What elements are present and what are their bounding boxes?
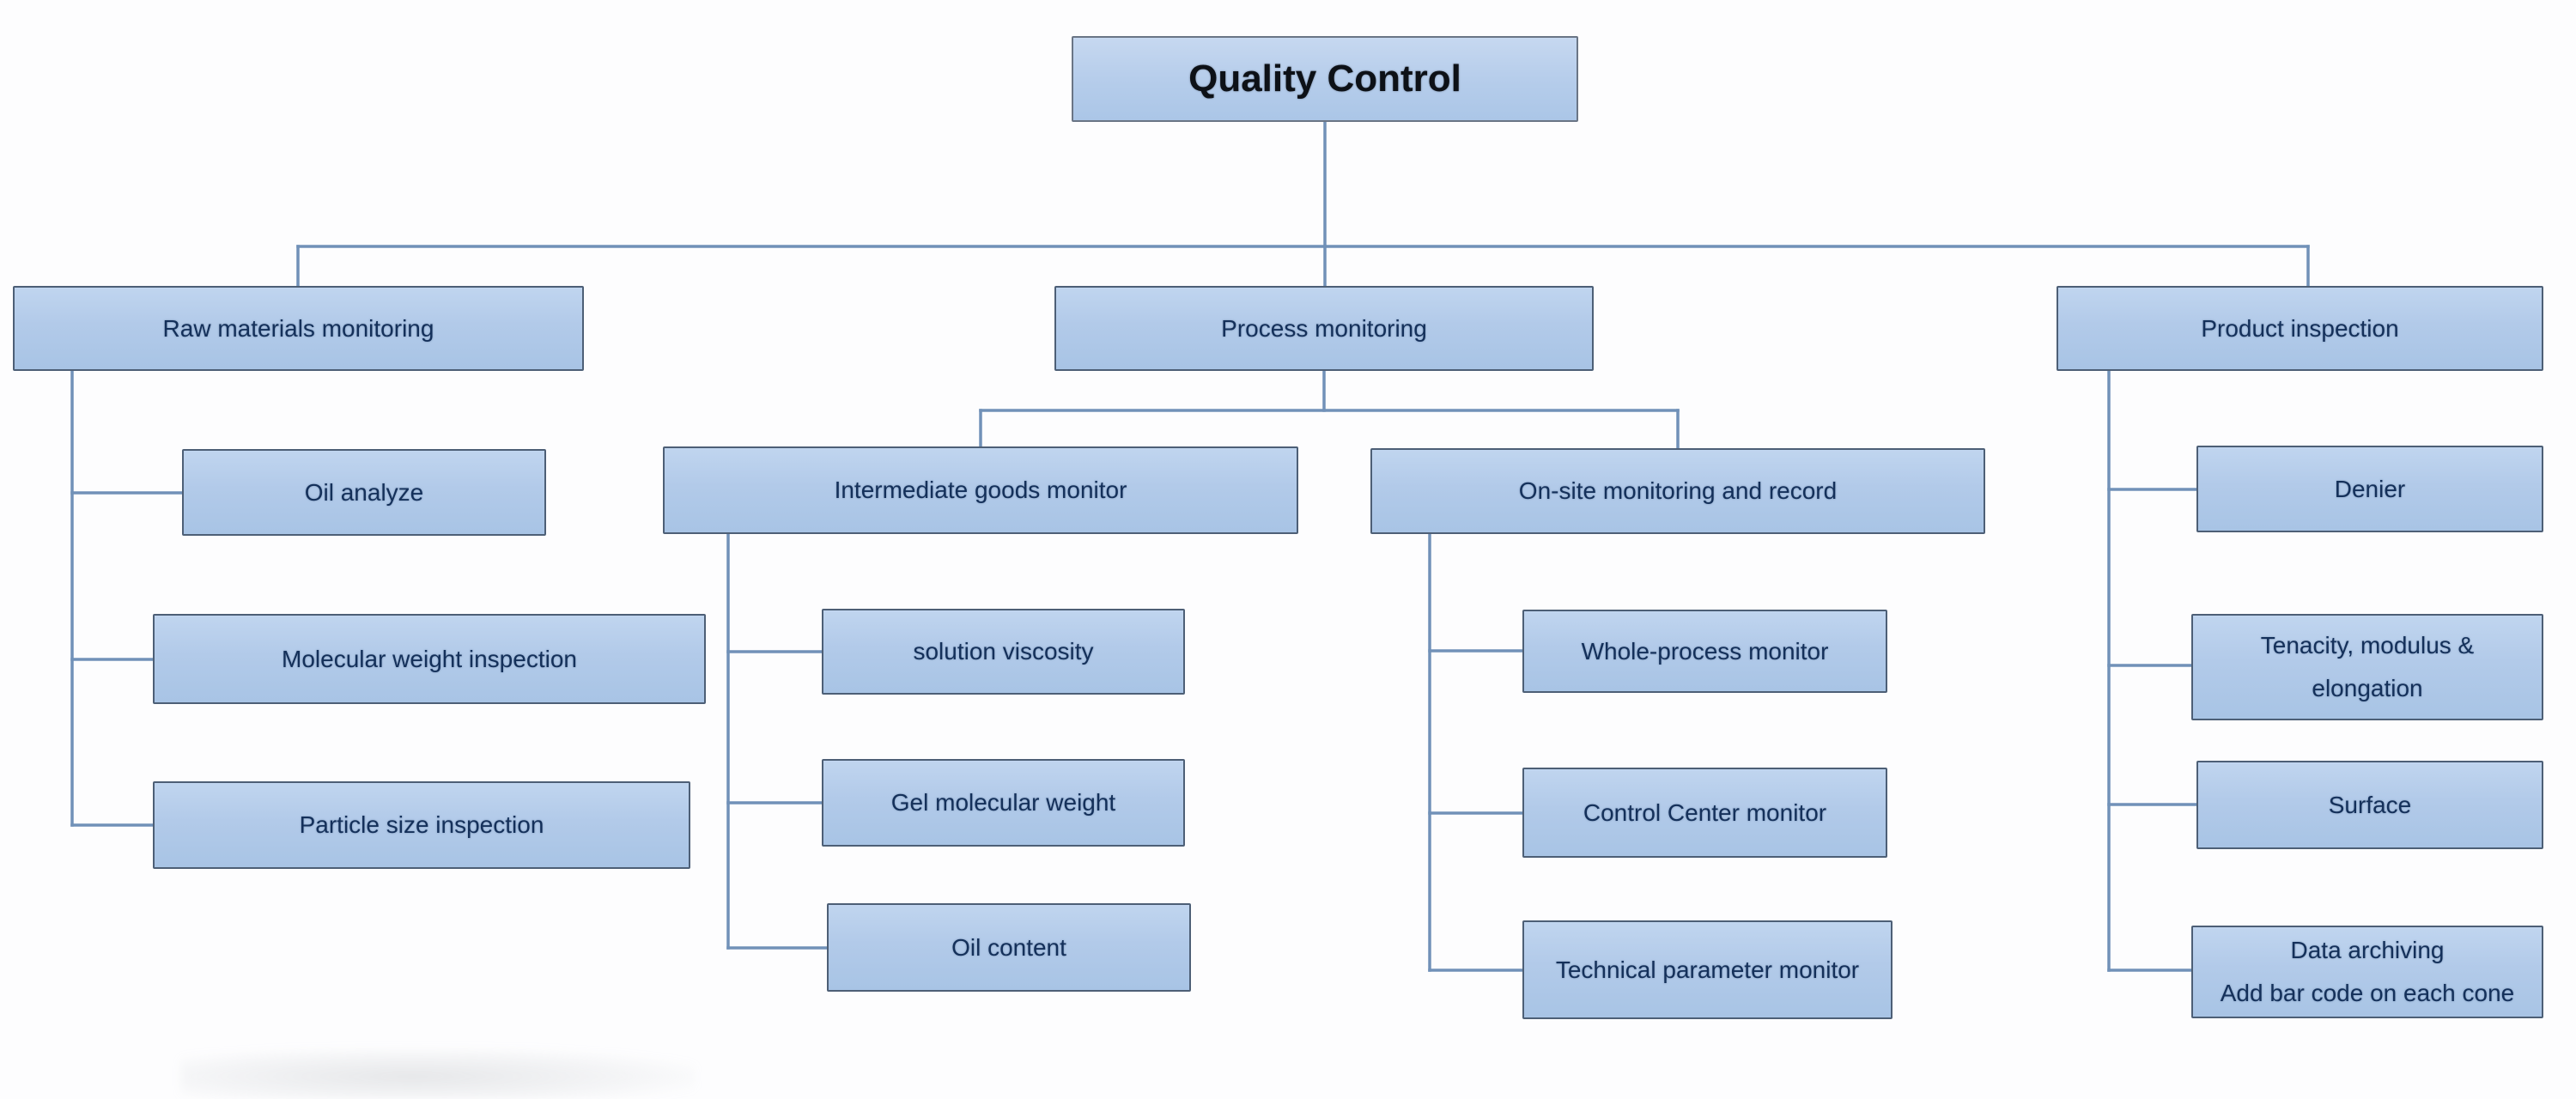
node-quality-control: Quality Control [1072,36,1578,122]
node-control-center-monitor-label: Control Center monitor [1583,798,1827,826]
node-process-monitoring-label: Process monitoring [1221,314,1427,342]
node-raw-materials-monitoring: Raw materials monitoring [13,286,584,371]
node-oil-analyze-label: Oil analyze [304,478,424,506]
node-data-archiving-label2: Add bar code on each cone [2220,980,2515,1006]
node-gel-molecular-weight-label: Gel molecular weight [890,789,1116,816]
connector-group [70,120,2310,972]
node-denier: Denier [2196,446,2543,532]
node-process-monitoring: Process monitoring [1054,286,1594,371]
node-molecular-weight-inspection-label: Molecular weight inspection [282,645,577,672]
node-data-archiving: Data archiving Add bar code on each cone [2191,926,2543,1018]
node-oil-analyze: Oil analyze [182,449,546,536]
node-tenacity-modulus-elongation-label: Tenacity, modulus & elongation [2260,632,2475,701]
node-oil-content-label: Oil content [951,933,1066,961]
node-whole-process-monitor-label: Whole-process monitor [1581,637,1829,665]
node-oil-content: Oil content [827,903,1191,992]
node-solution-viscosity-label: solution viscosity [913,638,1094,665]
node-product-inspection-label: Product inspection [2201,314,2399,342]
node-molecular-weight-inspection: Molecular weight inspection [153,614,706,704]
node-product-inspection: Product inspection [2057,286,2543,371]
node-raw-materials-monitoring-label: Raw materials monitoring [162,314,434,342]
node-tenacity-modulus-elongation: Tenacity, modulus & elongation [2191,614,2543,720]
node-data-archiving-label: Data archiving [2290,937,2445,963]
node-surface: Surface [2196,761,2543,849]
node-onsite-monitoring-and-record-label: On-site monitoring and record [1518,477,1838,504]
node-particle-size-inspection-label: Particle size inspection [299,811,544,838]
node-whole-process-monitor: Whole-process monitor [1522,610,1887,693]
node-intermediate-goods-monitor-label: Intermediate goods monitor [834,477,1127,503]
node-technical-parameter-monitor-label: Technical parameter monitor [1555,956,1860,983]
node-denier-label: Denier [2334,475,2406,502]
node-solution-viscosity: solution viscosity [822,609,1185,695]
node-onsite-monitoring-and-record: On-site monitoring and record [1370,448,1985,534]
node-surface-label: Surface [2328,791,2412,818]
node-particle-size-inspection: Particle size inspection [153,781,690,869]
node-technical-parameter-monitor: Technical parameter monitor [1522,920,1893,1019]
background-smudge [180,1049,696,1099]
node-control-center-monitor: Control Center monitor [1522,768,1887,858]
node-gel-molecular-weight: Gel molecular weight [822,759,1185,847]
node-intermediate-goods-monitor: Intermediate goods monitor [663,446,1298,534]
node-quality-control-label: Quality Control [1188,58,1461,100]
